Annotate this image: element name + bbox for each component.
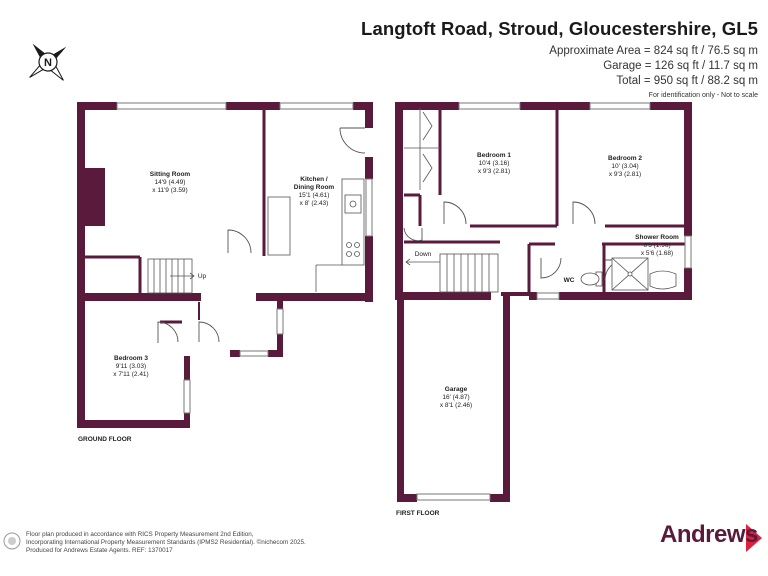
first-floor-label: FIRST FLOOR [396,510,440,517]
room-label-bedroom-3: Bedroom 3 [114,355,148,362]
room-dim-kitchen: 15'1 (4.61) [299,192,330,199]
room-label-dining-room: Dining Room [294,184,335,191]
compass-label: N [44,57,52,69]
footer-line-1: Floor plan produced in accordance with R… [26,531,254,538]
room-label-bedroom-1: Bedroom 1 [477,152,511,159]
brand-arrow-icon [746,524,762,552]
room-label-wc: WC [564,277,575,284]
room-label-kitchen: Kitchen / [300,176,328,183]
room-dim-shower-room-2: x 5'6 (1.68) [641,250,673,257]
garage-area: Garage = 126 sq ft / 11.7 sq m [603,60,758,72]
room-dim-garage: 16' (4.87) [442,394,469,401]
room-dim-garage-2: x 8'1 (2.46) [440,402,472,409]
room-dim-sitting-room: 14'9 (4.49) [155,179,186,186]
room-dim-shower-room: 6'5 (1.96) [643,242,670,249]
ground-floor-plan: Sitting Room 14'9 (4.49) x 11'9 (3.59) K… [77,102,373,443]
room-label-sitting-room: Sitting Room [150,171,191,178]
room-dim-bedroom-3-2: x 7'11 (2.41) [113,371,148,378]
room-label-shower-room: Shower Room [635,234,679,241]
property-title: Langtoft Road, Stroud, Gloucestershire, … [361,18,758,39]
room-dim-bedroom-2-2: x 9'3 (2.81) [609,171,641,178]
footer-line-3: Produced for Andrews Estate Agents. REF:… [26,547,173,554]
room-dim-bedroom-3: 9'11 (3.03) [116,363,146,370]
stairs-up-label: Up [198,273,207,280]
first-floor-plan: Bedroom 1 10'4 (3.16) x 9'3 (2.81) Bedro… [395,102,692,517]
room-label-garage: Garage [445,386,468,393]
room-dim-bedroom-1-2: x 9'3 (2.81) [478,168,510,175]
ground-floor-label: GROUND FLOOR [78,436,132,443]
room-dim-bedroom-2: 10' (3.04) [611,163,638,170]
total-area: Total = 950 sq ft / 88.2 sq m [616,75,758,87]
brand-logo: Andrews [660,521,758,548]
rics-logo-icon [3,532,21,550]
compass-icon [29,43,67,81]
approximate-area: Approximate Area = 824 sq ft / 76.5 sq m [549,45,758,57]
room-label-bedroom-2: Bedroom 2 [608,155,642,162]
room-dim-bedroom-1: 10'4 (3.16) [479,160,510,167]
room-dim-sitting-room-2: x 11'9 (3.59) [152,187,187,194]
footer-line-2: Incorporating International Property Mea… [26,539,306,546]
stairs-down-label: Down [415,251,432,258]
scale-note: For identification only - Not to scale [648,92,758,99]
room-dim-kitchen-2: x 8' (2.43) [300,200,329,207]
